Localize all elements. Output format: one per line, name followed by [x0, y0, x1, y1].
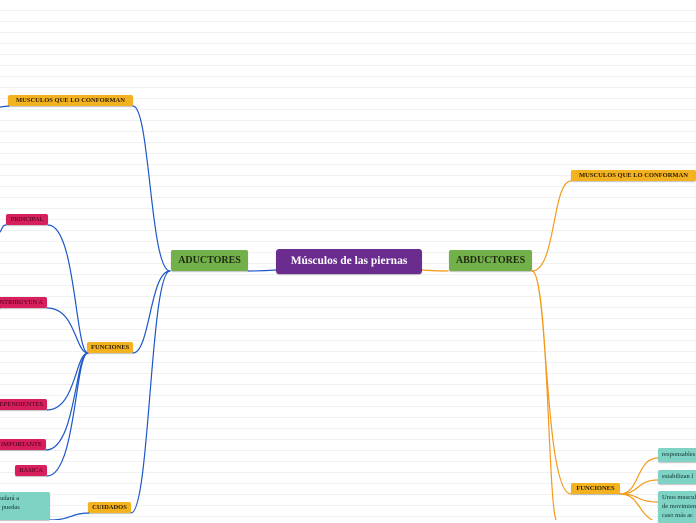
leaf-basica[interactable]: BASICA [15, 465, 47, 476]
link-funciones-principal [47, 224, 89, 354]
link-funciones-basica [46, 352, 89, 477]
leaf-importante[interactable]: IMPORTANTE [0, 439, 46, 450]
subtopic-musculos-abductores[interactable]: MUSCULOS QUE LO CONFORMAN [571, 170, 696, 181]
link-central-aductores [247, 269, 277, 272]
leaf-dependientes[interactable]: DEPENDIENTES [0, 399, 47, 410]
leaf-cuidados-note[interactable]: ayudará a ue puedas [0, 492, 50, 520]
link-central-abductores [421, 269, 449, 272]
link-abductores-musculos [531, 180, 572, 272]
leaf-responsables[interactable]: responsables [658, 448, 696, 462]
topic-aductores[interactable]: ADUCTORES [171, 250, 248, 271]
link-abductores-down [531, 270, 557, 520]
leaf-unos-musculos[interactable]: Unos muscul de movimien caso más ac [658, 491, 696, 523]
central-topic[interactable]: Músculos de las piernas [276, 249, 422, 274]
link-aductores-funciones [132, 270, 171, 354]
leaf-contribuyen[interactable]: CONTRIBUYEN A [0, 297, 47, 308]
leaf-estabilizan[interactable]: estabilizan l [658, 470, 696, 484]
link-rfunciones-down [619, 493, 653, 520]
link-principal-out [0, 224, 7, 233]
subtopic-funciones-aductores[interactable]: FUNCIONES [87, 342, 133, 353]
subtopic-funciones-abductores[interactable]: FUNCIONES [571, 483, 620, 494]
subtopic-musculos-aductores[interactable]: MUSCULOS QUE LO CONFORMAN [8, 95, 133, 106]
link-funciones-contribuyen [46, 307, 89, 354]
leaf-principal[interactable]: PRINCIPAL [6, 214, 48, 225]
link-musculos-out [0, 105, 10, 108]
link-aductores-musculos [132, 105, 171, 272]
link-rfunciones-f1 [619, 457, 659, 495]
subtopic-cuidados[interactable]: CUIDADOS [88, 502, 131, 513]
link-cuidados-note [49, 512, 90, 520]
link-funciones-dependientes [46, 352, 89, 411]
link-rfunciones-f2 [619, 479, 659, 495]
topic-abductores[interactable]: ABDUCTORES [449, 250, 532, 271]
link-abductores-funciones [531, 270, 572, 495]
link-aductores-cuidados [130, 270, 171, 514]
